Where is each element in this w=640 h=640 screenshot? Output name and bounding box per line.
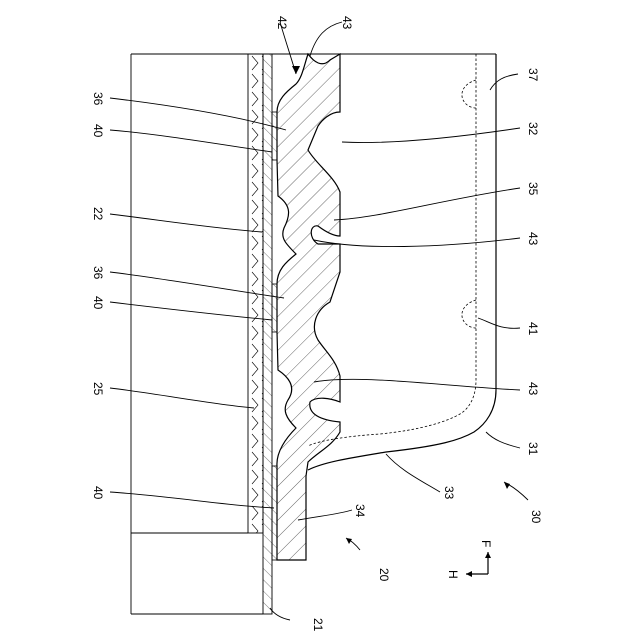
members-40: [272, 112, 277, 560]
label-20: 20: [377, 568, 391, 582]
label-36-top: 36: [91, 92, 105, 106]
label-22: 22: [91, 207, 105, 221]
label-41: 41: [526, 322, 540, 336]
label-40-bottom: 40: [91, 486, 105, 500]
label-32: 32: [526, 122, 540, 136]
label-34: 34: [353, 504, 367, 518]
corrugated-member: [277, 54, 340, 560]
label-35: 35: [526, 182, 540, 196]
label-30: 30: [529, 510, 543, 524]
label-31: 31: [526, 442, 540, 456]
label-43-low: 43: [526, 382, 540, 396]
axis-label-f: F: [479, 540, 493, 547]
label-25: 25: [91, 382, 105, 396]
label-21: 21: [311, 618, 325, 632]
label-40-mid: 40: [91, 296, 105, 310]
label-42: 42: [275, 16, 289, 30]
label-37: 37: [526, 68, 540, 82]
label-36-mid: 36: [91, 266, 105, 280]
member-21: [263, 54, 272, 614]
axis-label-h: H: [446, 570, 460, 579]
label-43-top: 43: [340, 16, 354, 30]
label-33: 33: [442, 486, 456, 500]
label-40-top: 40: [91, 124, 105, 138]
direction-indicator: [466, 552, 491, 577]
label-43-mid: 43: [526, 232, 540, 246]
